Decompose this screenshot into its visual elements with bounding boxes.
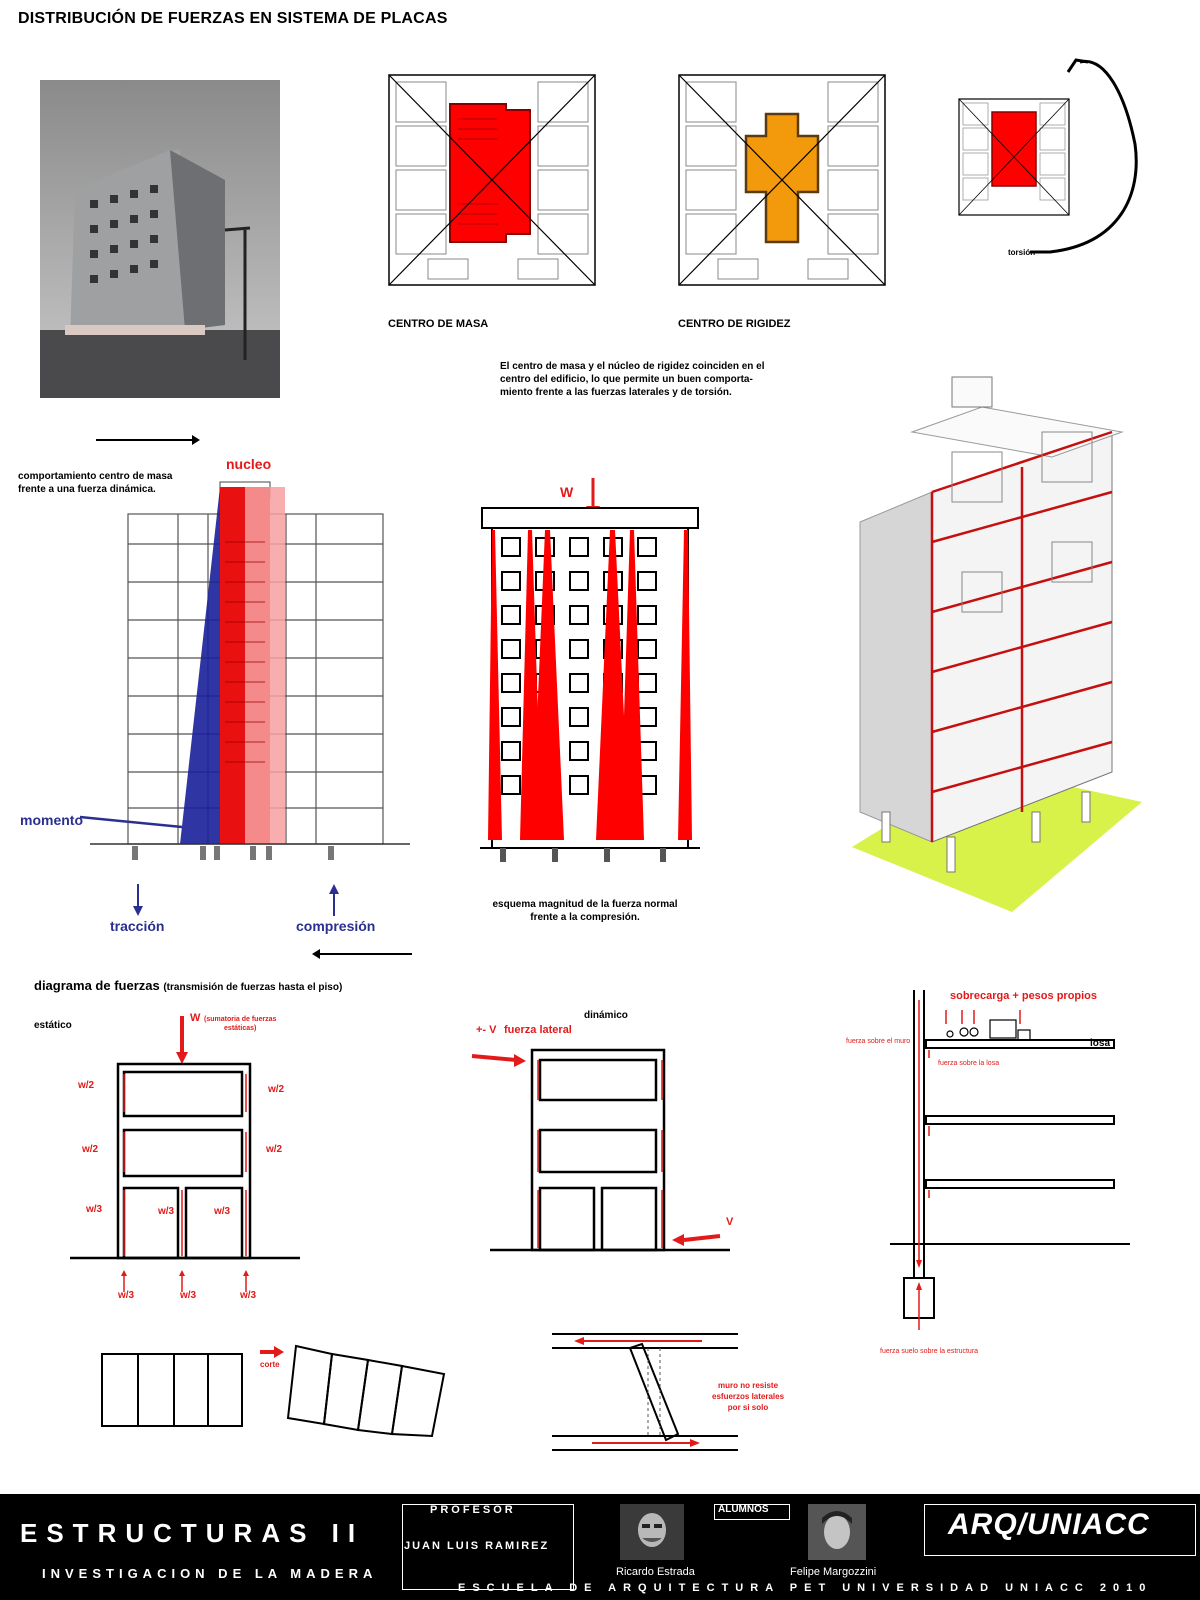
losa-label: losa <box>1090 1038 1111 1049</box>
centro-rigidez-label: CENTRO DE RIGIDEZ <box>678 318 791 330</box>
w3-label: w/3 <box>240 1290 257 1301</box>
w-elevation-label: W <box>560 484 574 500</box>
description-line: centro del edificio, lo que permite un b… <box>500 374 753 385</box>
corte-label: corte <box>260 1360 280 1369</box>
page-title: DISTRIBUCIÓN DE FUERZAS EN SISTEMA DE PL… <box>18 10 448 27</box>
dinamico-label: dinámico <box>584 1010 628 1021</box>
building-photo <box>40 80 280 398</box>
muro-sketch <box>552 1333 738 1451</box>
w3-label: w/3 <box>180 1290 197 1301</box>
profesor-name: JUAN LUIS RAMIREZ <box>404 1540 550 1552</box>
section-caption-line: frente a una fuerza dinámica. <box>18 484 156 495</box>
student-1: Ricardo Estrada <box>616 1566 695 1578</box>
w-sum-note-line: estáticas) <box>224 1025 257 1032</box>
profesor-box <box>402 1504 574 1590</box>
w2-label: w/2 <box>268 1084 285 1095</box>
fuerza-lateral-label: fuerza lateral <box>504 1024 572 1036</box>
wall-slab-diagram <box>890 990 1130 1330</box>
section-caption: comportamiento centro de masa frente a u… <box>18 470 172 496</box>
dynamic-diagram <box>471 1048 730 1252</box>
muro-note: muro no resiste esfuerzos laterales por … <box>712 1380 784 1413</box>
plan-torsion <box>958 98 1070 216</box>
elevation-caption: esquema magnitud de la fuerza normal fre… <box>470 898 700 924</box>
course-subtitle: INVESTIGACION DE LA MADERA <box>42 1566 378 1581</box>
w3-label: w/3 <box>158 1206 175 1217</box>
diagrams-heading-main: diagrama de fuerzas <box>34 978 160 993</box>
plans-description: El centro de masa y el núcleo de rigidez… <box>500 360 830 399</box>
plan-centro-rigidez <box>678 74 886 286</box>
avatar <box>620 1504 684 1560</box>
sobrecarga-label: sobrecarga + pesos propios <box>950 990 1098 1002</box>
torsion-arrow-icon <box>1030 58 1138 254</box>
plan-centro-masa <box>388 74 596 286</box>
w-sum-note: (sumatoria de fuerzas estáticas) <box>204 1015 276 1033</box>
estatico-label: estático <box>34 1020 72 1031</box>
nucleo-label: nucleo <box>226 456 272 472</box>
w-static-label: W <box>190 1012 201 1024</box>
arrow-left-icon <box>312 949 412 959</box>
w3-label: w/3 <box>118 1290 135 1301</box>
logo-box <box>924 1504 1196 1556</box>
building-section <box>79 481 410 860</box>
static-diagram <box>70 1016 300 1292</box>
momento-label: momento <box>20 812 83 828</box>
arrow-up-icon <box>329 884 339 916</box>
profesor-label: PROFESOR <box>430 1504 516 1516</box>
torsion-label: torsión <box>1008 248 1036 257</box>
w-sum-note-line: (sumatoria de fuerzas <box>204 1016 277 1023</box>
course-title: ESTRUCTURAS II <box>20 1518 365 1548</box>
diagrams-heading-note: (transmisión de fuerzas hasta el piso) <box>163 982 343 993</box>
school-name: ESCUELA DE ARQUITECTURA PET UNIVERSIDAD … <box>458 1582 1153 1594</box>
centro-masa-label: CENTRO DE MASA <box>388 318 489 330</box>
w3-label: w/3 <box>86 1204 103 1215</box>
section-caption-line: comportamiento centro de masa <box>18 471 173 482</box>
description-line: El centro de masa y el núcleo de rigidez… <box>500 361 765 372</box>
v-label: +- V <box>476 1024 497 1036</box>
arrow-down-icon <box>133 884 143 916</box>
elevation-caption-line: esquema magnitud de la fuerza normal <box>492 899 678 910</box>
fuerza-suelo-label: fuerza suelo sobre la estructura <box>880 1348 979 1355</box>
v-right-label: V <box>726 1216 734 1228</box>
axonometric-model <box>852 376 1142 912</box>
avatar <box>808 1504 866 1560</box>
fuerza-muro-label: fuerza sobre el muro <box>846 1038 911 1045</box>
w2-label: w/2 <box>266 1144 283 1155</box>
muro-note-line: por si solo <box>727 1403 769 1412</box>
muro-note-line: esfuerzos laterales <box>712 1392 785 1401</box>
alumnos-label: ALUMNOS <box>718 1504 769 1515</box>
footer: ESTRUCTURAS II INVESTIGACION DE LA MADER… <box>0 1494 1200 1600</box>
uniacc-logo: ARQ/UNIACC <box>948 1508 1150 1541</box>
w2-label: w/2 <box>78 1080 95 1091</box>
shear-sketch <box>101 1344 446 1438</box>
muro-note-line: muro no resiste <box>718 1381 779 1390</box>
elevation-caption-line: frente a la compresión. <box>530 912 640 923</box>
w3-label: w/3 <box>214 1206 231 1217</box>
compresion-label: compresión <box>296 918 376 934</box>
fuerza-losa-label: fuerza sobre la losa <box>938 1060 1000 1067</box>
diagrams-heading: diagrama de fuerzas (transmisión de fuer… <box>34 978 342 993</box>
student-2: Felipe Margozzini <box>790 1566 877 1578</box>
building-elevation <box>480 507 700 862</box>
traccion-label: tracción <box>110 918 165 934</box>
w2-label: w/2 <box>82 1144 99 1155</box>
arrow-right-icon <box>96 435 200 445</box>
description-line: miento frente a las fuerzas laterales y … <box>500 387 732 398</box>
